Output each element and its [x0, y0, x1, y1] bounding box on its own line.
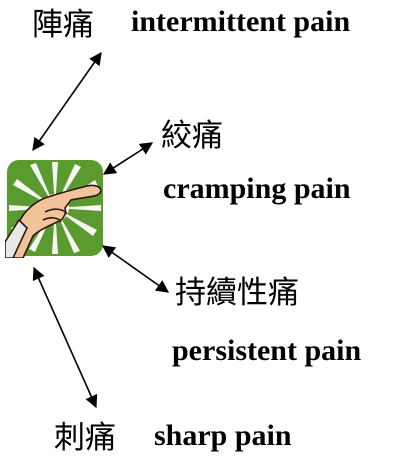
label-sharp-en: sharp pain — [154, 421, 292, 451]
arrow-sharp — [34, 268, 96, 407]
arrow-cramping — [104, 143, 152, 174]
label-cramping-en: cramping pain — [163, 174, 351, 204]
arrow-intermittent — [33, 53, 101, 150]
label-sharp-zh: 刺痛 — [54, 423, 116, 454]
label-intermittent-zh: 陣痛 — [32, 10, 94, 41]
label-persistent-en: persistent pain — [172, 336, 361, 366]
label-cramping-zh: 絞痛 — [161, 121, 223, 152]
label-persistent-zh: 持續性痛 — [175, 278, 299, 309]
arrow-persistent — [103, 246, 168, 292]
label-intermittent-en: intermittent pain — [131, 7, 350, 37]
